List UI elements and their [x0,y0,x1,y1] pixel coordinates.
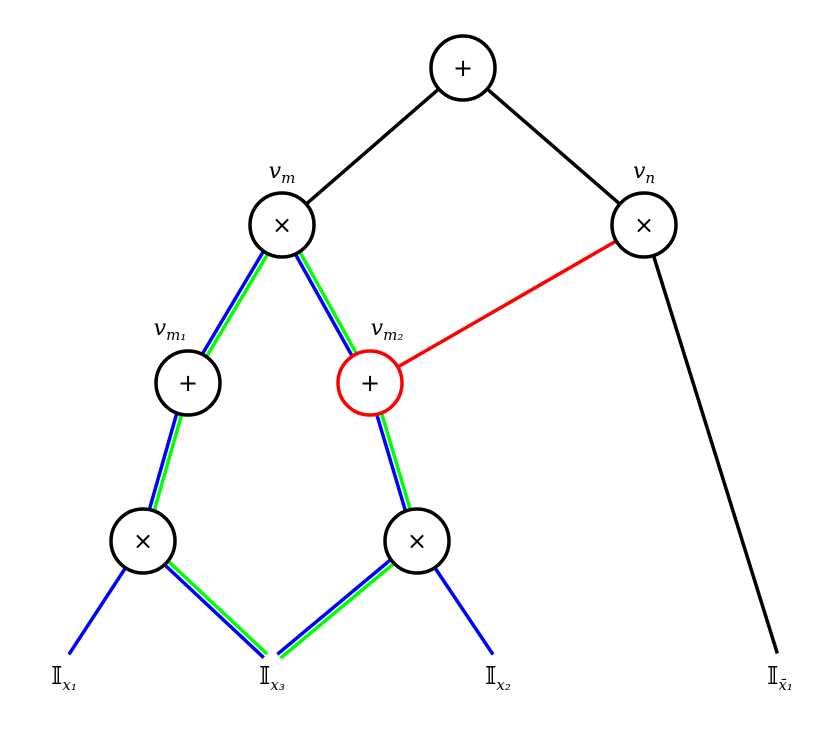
gate-operator: × [634,211,654,239]
node-label-var: v [633,159,646,184]
indicator-subscript: x̄₁ [778,676,792,694]
indicator-symbol: 𝕀 [51,662,62,690]
edge-vm2-t2 [375,412,412,512]
edge-vn-vm2 [396,239,618,369]
blue-edge-stroke [67,566,127,656]
node-label-var: v [269,159,282,184]
edge-vm1-t1 [147,412,184,512]
node-label-sub: m₂ [383,326,403,344]
leaf-label: 𝕀x̄₁ [767,662,793,694]
green-path-stroke [379,412,412,511]
blue-path-stroke [200,250,265,356]
edge-vm-vm2 [293,250,359,358]
edge-root-vm [305,87,440,206]
blue-path-stroke [276,558,392,656]
black-edge-stroke [305,87,440,206]
nodes-layer: +×vm×vn+vm₁+vm₂×× [109,34,678,575]
green-path-stroke [279,562,396,660]
indicator-symbol: 𝕀 [767,662,778,690]
gate-circle [248,191,316,259]
blue-edge-stroke [433,566,495,656]
gate-node-vm2: + vm₂ [336,316,404,417]
node-label-sub: m₁ [166,326,186,344]
blue-path-stroke [293,253,354,358]
edge-root-vn [486,87,621,206]
leaf-label: 𝕀x₂ [485,662,511,694]
indicator-subscript: x₁ [62,676,76,694]
edge-vm-vm1 [200,250,270,358]
edge-t2-x3 [276,558,396,660]
green-path-stroke [205,252,270,358]
node-label: vm₁ [154,316,187,344]
leaf-label: 𝕀x₁ [51,662,77,694]
node-label-var: v [371,316,384,341]
gate-operator: × [133,527,153,555]
leaf-indicator-xbar1: 𝕀x̄₁ [767,662,793,694]
gate-circle [109,507,177,575]
blue-path-stroke [163,563,265,659]
black-edge-stroke [486,87,621,206]
gate-node-vm1: + vm₁ [154,316,222,417]
leaf-label: 𝕀x₃ [259,662,285,694]
green-path-stroke [152,413,184,512]
gate-operator: + [453,54,473,82]
green-path-stroke [298,250,359,355]
blue-path-stroke [375,413,408,512]
edge-t1-x1 [67,566,127,656]
edge-t2-x2 [433,566,495,656]
gate-node-vn: × vn [610,159,678,259]
leaf-indicator-x2: 𝕀x₂ [485,662,511,694]
gate-operator: × [272,211,292,239]
edges-layer [67,87,779,660]
gate-circle [383,507,451,575]
indicator-subscript: x₃ [270,676,284,694]
leaf-indicator-x3: 𝕀x₃ [259,662,285,694]
node-label-sub: m [281,169,295,187]
node-label: vn [633,159,655,187]
indicator-subscript: x₂ [496,676,510,694]
gate-node-vm: × vm [248,159,316,259]
node-label: vm [269,159,296,187]
gate-operator: + [360,369,380,397]
gate-circle [610,191,678,259]
node-label-sub: n [645,169,655,187]
edge-vn-xbar1 [651,255,779,654]
gate-node-t2: × [383,507,451,575]
red-edge-stroke [396,239,618,369]
gate-node-root: + [429,34,497,102]
green-path-stroke [166,559,269,656]
indicator-symbol: 𝕀 [485,662,496,690]
node-label: vm₂ [371,316,404,344]
indicator-symbol: 𝕀 [259,662,270,690]
gate-circle [154,349,222,417]
gate-node-t1: × [109,507,177,575]
node-label-var: v [154,316,167,341]
edge-t1-x3 [163,559,269,659]
gate-operator: + [178,369,198,397]
gate-circle [336,349,404,417]
blue-path-stroke [147,412,179,511]
gate-operator: × [407,527,427,555]
leaf-indicator-x1: 𝕀x₁ [51,662,77,694]
gate-circle [429,34,497,102]
black-edge-stroke [651,255,779,654]
